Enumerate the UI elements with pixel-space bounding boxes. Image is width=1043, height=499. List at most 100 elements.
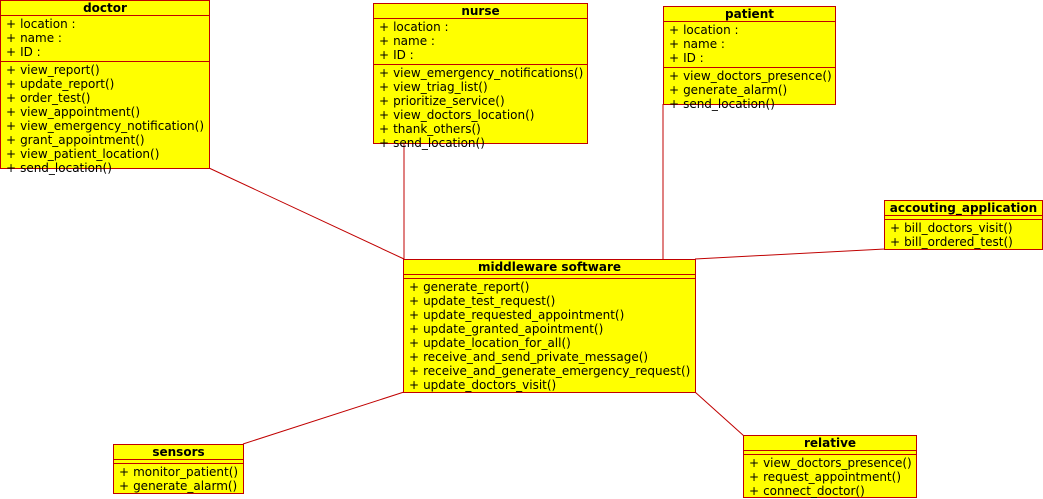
class-nurse[interactable]: nurse +location :+name :+ID : +view_emer… [373, 3, 588, 150]
class-doctor[interactable]: doctor +location :+name :+ID : +view_rep… [0, 0, 210, 175]
operation-text: generate_alarm() [133, 479, 238, 493]
class-sensors[interactable]: sensors +monitor_patient()+generate_alar… [113, 444, 244, 494]
operations-compartment: +generate_report()+update_test_request()… [404, 279, 695, 393]
visibility-marker: + [409, 350, 420, 364]
attribute-row: +location : [1, 17, 209, 31]
class-name: middleware software [404, 260, 695, 275]
operation-row: +receive_and_send_private_message() [404, 350, 695, 364]
class-accounting-application[interactable]: accouting_application +bill_doctors_visi… [884, 200, 1043, 250]
operation-text: view_emergency_notification() [20, 119, 205, 133]
visibility-marker: + [669, 23, 680, 37]
visibility-marker: + [409, 308, 420, 322]
attributes-compartment [885, 216, 1042, 220]
attributes-compartment: +location :+name :+ID : [664, 22, 835, 68]
visibility-marker: + [890, 235, 901, 249]
visibility-marker: + [749, 470, 760, 484]
visibility-marker: + [379, 94, 390, 108]
visibility-marker: + [119, 479, 130, 493]
visibility-marker: + [409, 336, 420, 350]
operation-row: +generate_alarm() [114, 479, 243, 493]
visibility-marker: + [6, 63, 17, 77]
operation-row: +send_location() [1, 161, 209, 175]
operations-compartment: +view_doctors_presence()+generate_alarm(… [664, 68, 835, 112]
operation-text: view_report() [20, 63, 100, 77]
attribute-text: ID : [683, 51, 704, 65]
operation-text: receive_and_generate_emergency_request() [423, 364, 691, 378]
operation-row: +connect_doctor() [744, 484, 916, 498]
operations-compartment: +view_report()+update_report()+order_tes… [1, 62, 209, 176]
operation-text: update_granted_apointment() [423, 322, 604, 336]
operation-row: +view_emergency_notification() [1, 119, 209, 133]
operation-row: +update_granted_apointment() [404, 322, 695, 336]
visibility-marker: + [409, 364, 420, 378]
class-patient[interactable]: patient +location :+name :+ID : +view_do… [663, 6, 836, 111]
visibility-marker: + [6, 161, 17, 175]
operation-text: thank_others() [393, 122, 481, 136]
visibility-marker: + [749, 456, 760, 470]
operation-text: update_test_request() [423, 294, 556, 308]
visibility-marker: + [409, 378, 420, 392]
attribute-text: name : [20, 31, 62, 45]
visibility-marker: + [6, 133, 17, 147]
visibility-marker: + [379, 122, 390, 136]
visibility-marker: + [6, 119, 17, 133]
association-doctor-middleware [208, 167, 405, 260]
operation-text: view_emergency_notifications() [393, 66, 584, 80]
operation-row: +view_doctors_presence() [744, 456, 916, 470]
operation-row: +update_test_request() [404, 294, 695, 308]
class-middleware-software[interactable]: middleware software +generate_report()+u… [403, 259, 696, 393]
class-name: accouting_application [885, 201, 1042, 216]
visibility-marker: + [379, 48, 390, 62]
attributes-compartment [114, 460, 243, 464]
operation-row: +send_location() [374, 136, 587, 150]
operation-text: view_appointment() [20, 105, 141, 119]
operation-text: receive_and_send_private_message() [423, 350, 649, 364]
class-name: sensors [114, 445, 243, 460]
operation-row: +order_test() [1, 91, 209, 105]
attribute-text: location : [683, 23, 739, 37]
attribute-row: +name : [664, 37, 835, 51]
operations-compartment: +view_doctors_presence()+request_appoint… [744, 455, 916, 499]
operation-text: bill_ordered_test() [904, 235, 1013, 249]
attribute-text: ID : [20, 45, 41, 59]
operation-row: +view_appointment() [1, 105, 209, 119]
visibility-marker: + [669, 51, 680, 65]
class-name: doctor [1, 1, 209, 16]
operation-text: monitor_patient() [133, 465, 239, 479]
operation-text: update_report() [20, 77, 115, 91]
class-relative[interactable]: relative +view_doctors_presence()+reques… [743, 435, 917, 498]
operations-compartment: +bill_doctors_visit()+bill_ordered_test(… [885, 220, 1042, 250]
visibility-marker: + [379, 80, 390, 94]
operation-text: connect_doctor() [763, 484, 865, 498]
attribute-text: name : [393, 34, 435, 48]
visibility-marker: + [669, 97, 680, 111]
visibility-marker: + [6, 105, 17, 119]
visibility-marker: + [379, 136, 390, 150]
attribute-row: +ID : [374, 48, 587, 62]
operation-row: +request_appointment() [744, 470, 916, 484]
operations-compartment: +view_emergency_notifications()+view_tri… [374, 65, 587, 151]
operation-row: +view_triag_list() [374, 80, 587, 94]
attribute-row: +location : [664, 23, 835, 37]
operation-row: +view_doctors_location() [374, 108, 587, 122]
operation-row: +update_location_for_all() [404, 336, 695, 350]
association-relative-middleware [694, 391, 745, 437]
visibility-marker: + [890, 221, 901, 235]
attributes-compartment: +location :+name :+ID : [374, 19, 587, 65]
operation-text: view_patient_location() [20, 147, 160, 161]
operation-row: +bill_doctors_visit() [885, 221, 1042, 235]
visibility-marker: + [379, 20, 390, 34]
operation-row: +view_report() [1, 63, 209, 77]
operation-text: prioritize_service() [393, 94, 505, 108]
attribute-text: location : [393, 20, 449, 34]
operation-row: +update_report() [1, 77, 209, 91]
operation-row: +update_doctors_visit() [404, 378, 695, 392]
attributes-compartment: +location :+name :+ID : [1, 16, 209, 62]
operation-row: +receive_and_generate_emergency_request(… [404, 364, 695, 378]
operation-row: +thank_others() [374, 122, 587, 136]
attribute-row: +location : [374, 20, 587, 34]
operation-text: view_doctors_location() [393, 108, 535, 122]
visibility-marker: + [379, 34, 390, 48]
attributes-compartment [744, 451, 916, 455]
